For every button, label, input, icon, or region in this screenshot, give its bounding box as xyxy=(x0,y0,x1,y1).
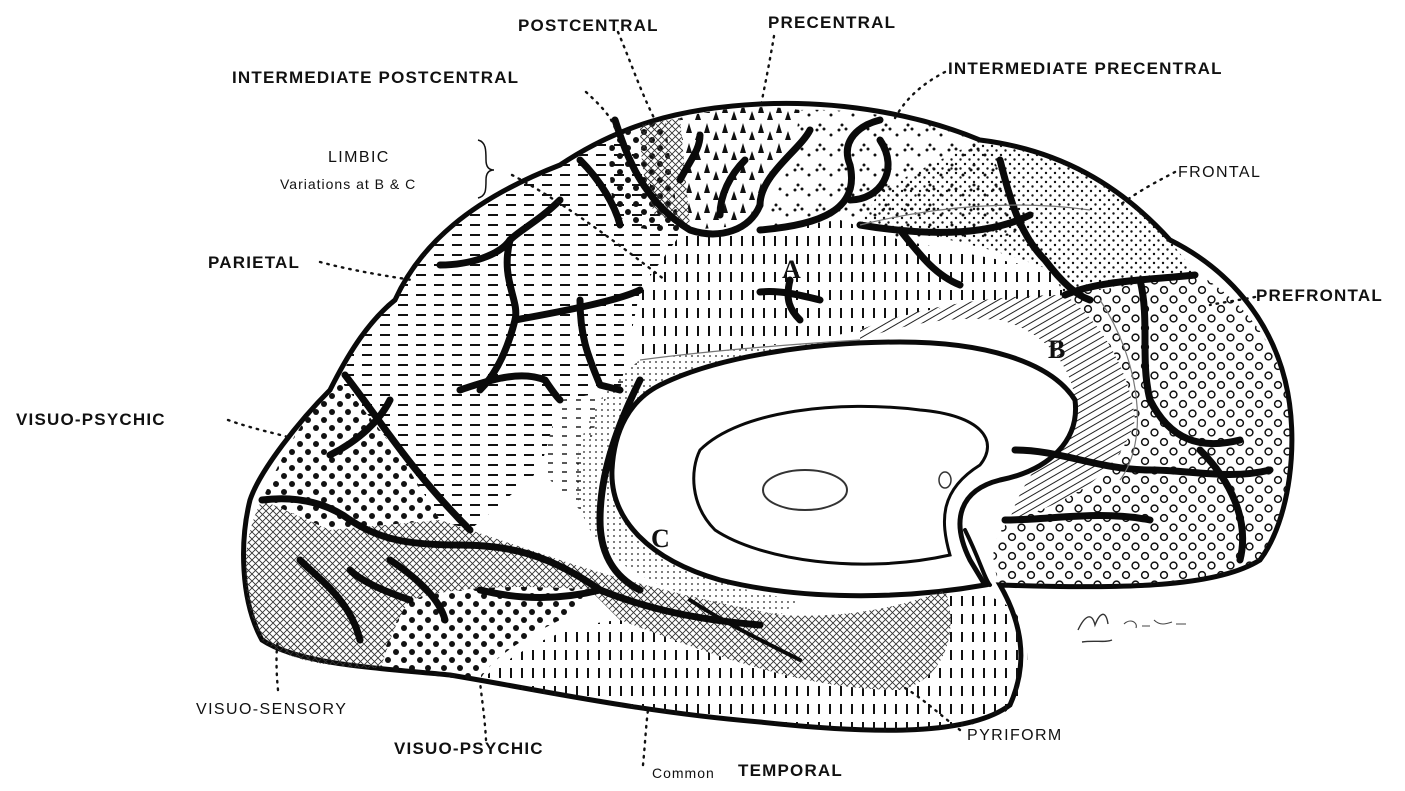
thalamus xyxy=(694,406,988,564)
label-intermediate-precentral: INTERMEDIATE PRECENTRAL xyxy=(948,59,1223,78)
label-visuo-sensory: VISUO-SENSORY xyxy=(196,701,347,718)
region-letter-c: C xyxy=(651,524,670,553)
label-common: Common xyxy=(652,765,715,781)
label-visuo-psychic-bottom: VISUO-PSYCHIC xyxy=(394,739,544,758)
limbic-bracket xyxy=(478,140,494,198)
label-limbic-variations: Variations at B & C xyxy=(280,176,416,192)
label-temporal: TEMPORAL xyxy=(738,761,843,780)
label-postcentral: POSTCENTRAL xyxy=(518,16,659,35)
label-visuo-psychic-left: VISUO-PSYCHIC xyxy=(16,410,166,429)
label-precentral: PRECENTRAL xyxy=(768,13,896,32)
label-limbic: LIMBIC xyxy=(328,149,390,166)
region-letter-a: A xyxy=(782,255,801,284)
label-frontal: FRONTAL xyxy=(1178,164,1261,181)
label-pyriform: PYRIFORM xyxy=(967,727,1063,744)
label-parietal: PARIETAL xyxy=(208,253,300,272)
label-intermediate-postcentral: INTERMEDIATE POSTCENTRAL xyxy=(232,68,519,87)
label-prefrontal: PREFRONTAL xyxy=(1256,286,1383,305)
region-letter-b: B xyxy=(1048,335,1065,364)
artist-signature xyxy=(1078,614,1186,642)
